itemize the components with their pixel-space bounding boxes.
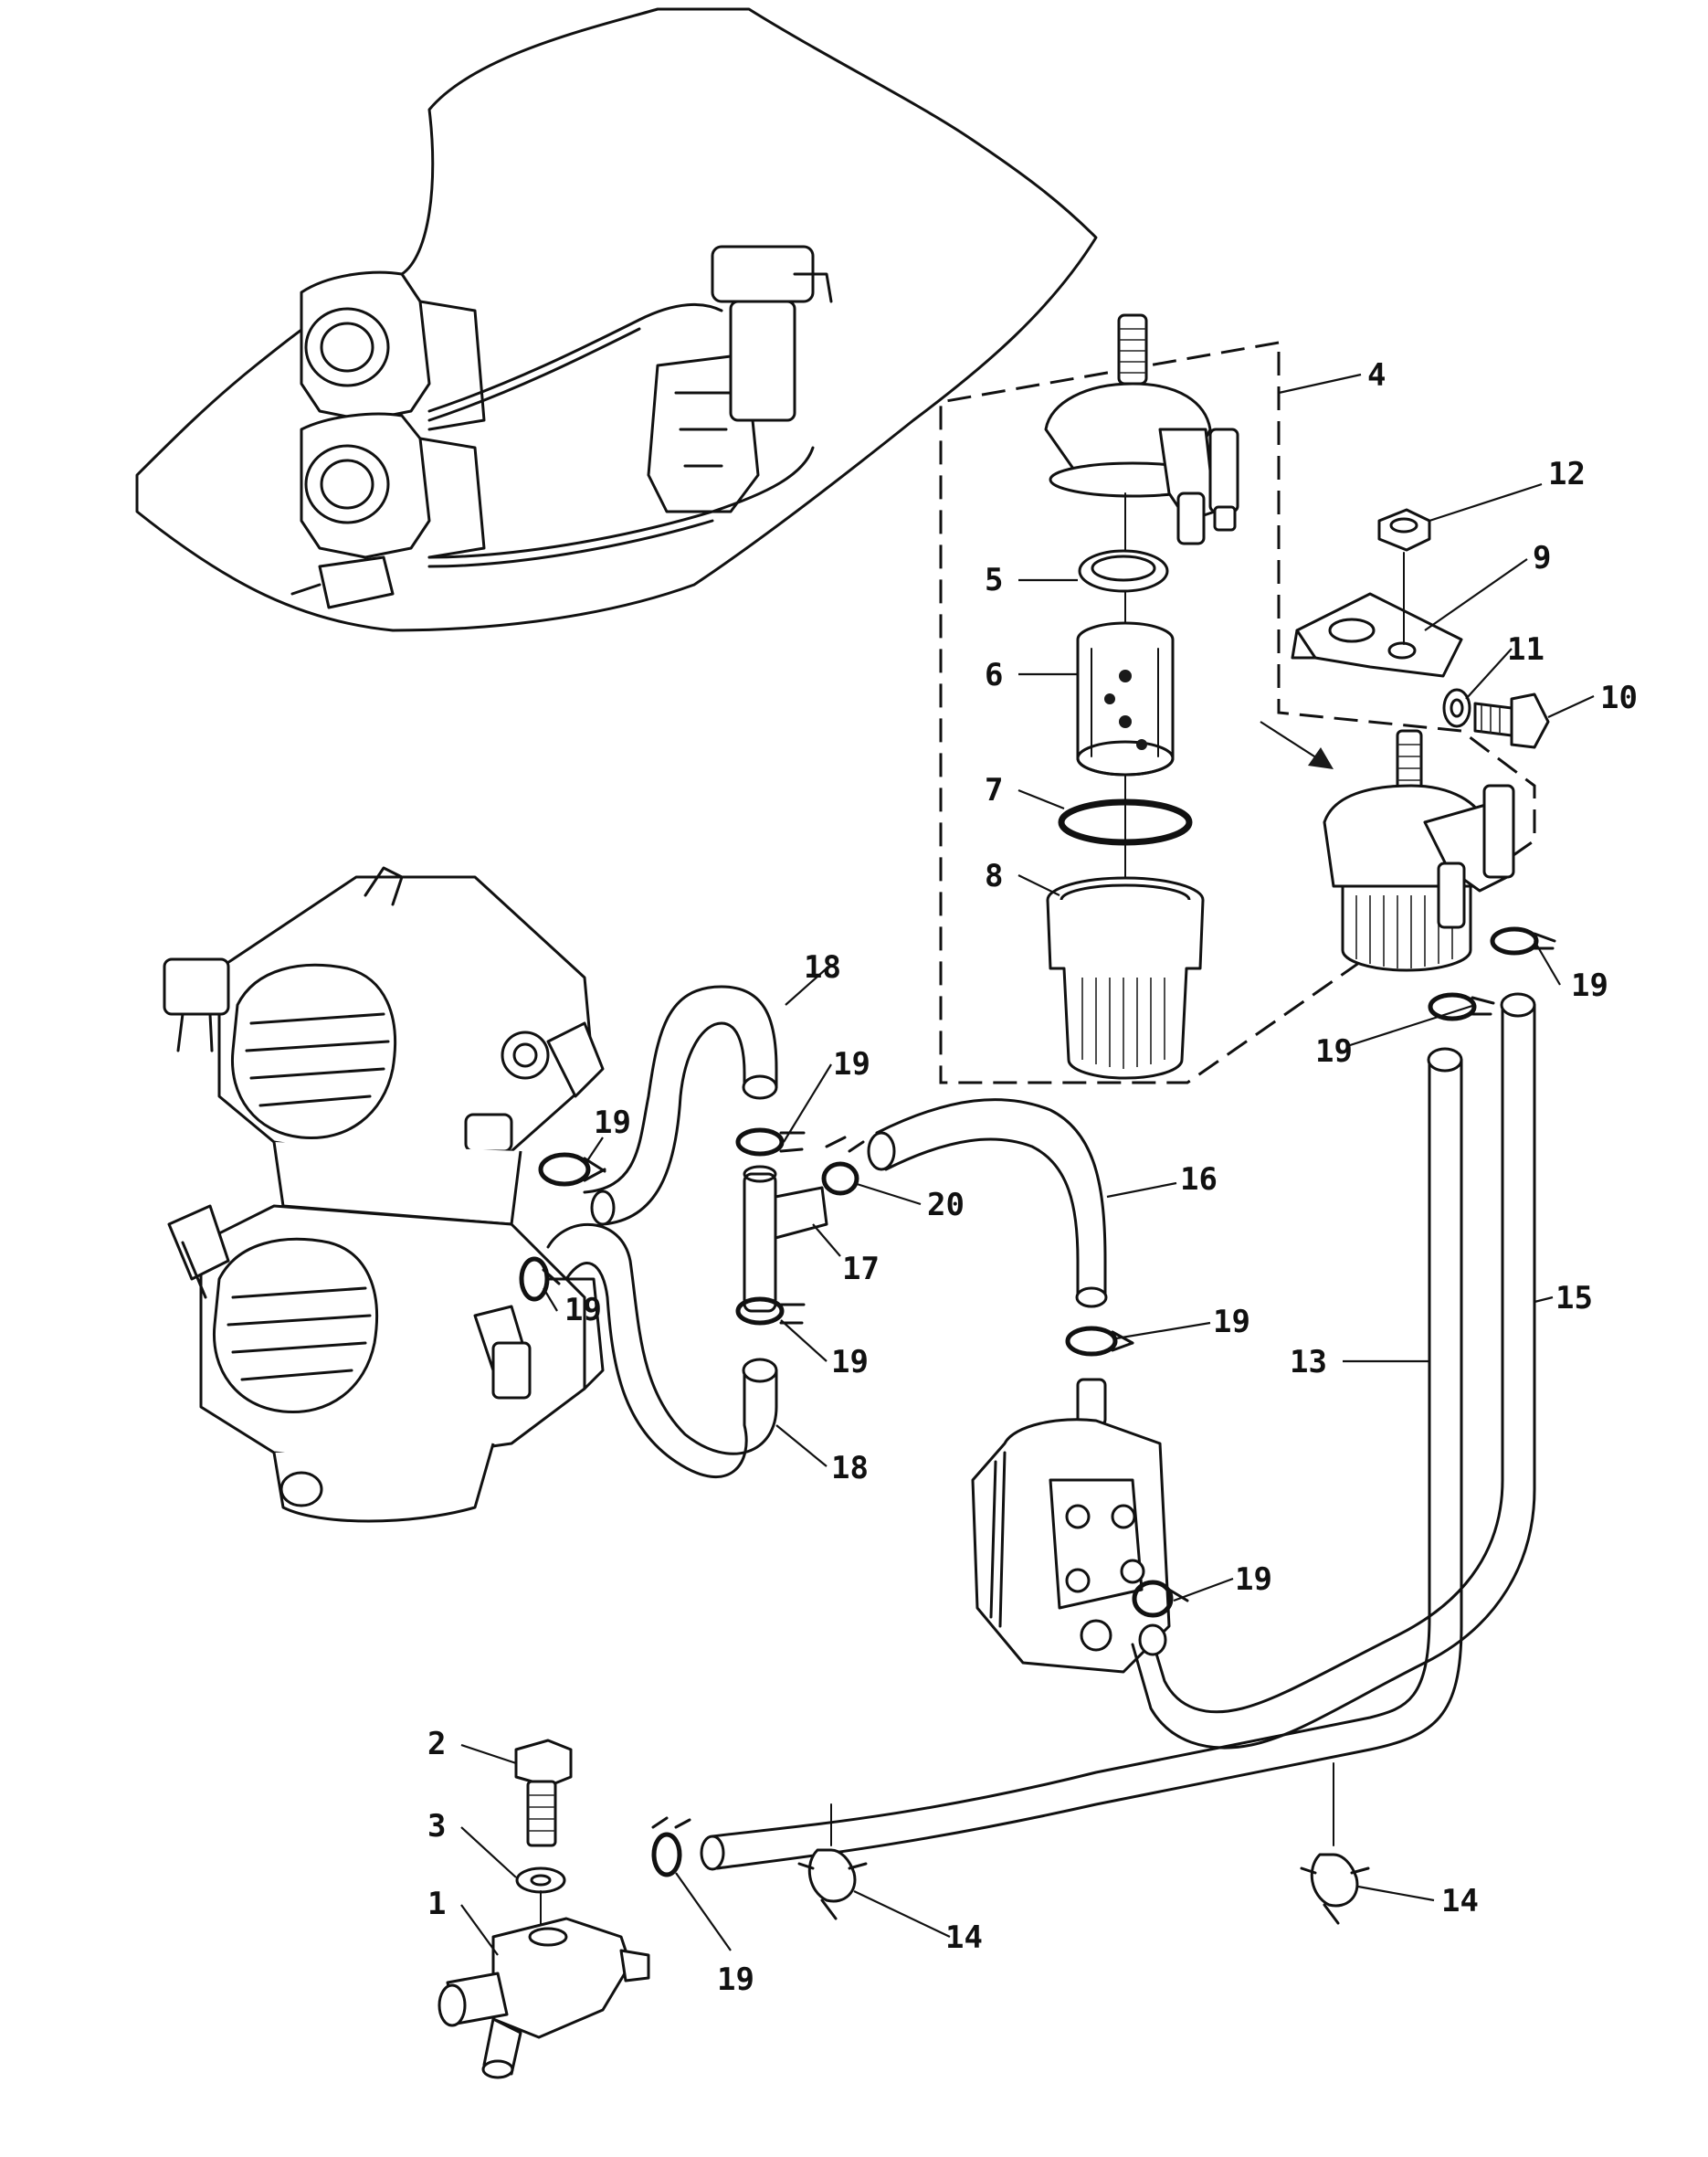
clamp-19-pump-top	[1065, 1326, 1134, 1357]
clamp-19-fitting-1	[651, 1816, 691, 1877]
callout-9: 9	[1533, 540, 1551, 576]
callout-labels: 4 5 6 7 8 12 9 11 10 19 19 18 19 19 16 2…	[427, 357, 1638, 1998]
carburetor-assembly	[163, 866, 605, 1523]
callout-19-fitting-1: 19	[717, 1961, 754, 1998]
callout-11: 11	[1507, 631, 1545, 668]
hose-18-lower	[546, 1222, 778, 1479]
callout-19-lower-carb: 19	[564, 1292, 602, 1328]
callout-16: 16	[1180, 1161, 1218, 1198]
callout-10: 10	[1600, 680, 1638, 716]
callout-19-upper-tee: 19	[833, 1046, 870, 1083]
fitting-1	[438, 1917, 650, 2079]
mounting-bracket-9	[1291, 592, 1463, 678]
bolt-2	[514, 1739, 573, 1847]
callout-13: 13	[1290, 1344, 1327, 1380]
assembly-arrow	[1260, 721, 1325, 764]
callout-2: 2	[427, 1726, 446, 1762]
callout-1: 1	[427, 1886, 446, 1922]
clamp-19-filter-right	[1490, 926, 1556, 956]
fuel-filter-head	[1044, 313, 1239, 545]
fuel-filter-assembly-boundary	[939, 341, 1536, 1084]
hose-clip-14-right	[1300, 1762, 1370, 1925]
washer-3	[515, 1866, 566, 1894]
engine-locator-inset	[135, 7, 1098, 632]
callout-19-lower-tee: 19	[831, 1344, 869, 1380]
clamp-19-lower-carb	[519, 1256, 561, 1302]
callout-14-left: 14	[945, 1919, 983, 1956]
clamp-19-pump-bottom	[1132, 1580, 1189, 1618]
callout-20: 20	[927, 1187, 965, 1223]
hose-16	[875, 1098, 1107, 1299]
clamp-19-filter-left	[1428, 992, 1495, 1021]
callout-14-right: 14	[1441, 1883, 1479, 1919]
callout-17: 17	[842, 1251, 880, 1287]
clamp-20	[821, 1136, 865, 1196]
bolt-10	[1473, 693, 1550, 749]
callout-4: 4	[1367, 357, 1386, 394]
callout-18-lower: 18	[831, 1450, 869, 1486]
callout-19-pump-bottom: 19	[1235, 1561, 1272, 1598]
hose-15	[1131, 1003, 1536, 1750]
hose-clip-14-left	[797, 1803, 868, 1920]
filter-seal-5	[1078, 549, 1169, 593]
callout-18-upper: 18	[804, 949, 841, 986]
clamp-19-fitting-left	[538, 1152, 606, 1187]
callout-19-pump-top: 19	[1213, 1304, 1250, 1340]
filter-o-ring-7	[1058, 798, 1193, 846]
callout-19-filter-right: 19	[1571, 967, 1608, 1004]
filter-bowl-8	[1046, 876, 1205, 1080]
leader-lines	[460, 373, 1595, 1956]
callout-5: 5	[985, 562, 1003, 598]
callout-12: 12	[1548, 456, 1586, 492]
callout-15: 15	[1555, 1280, 1593, 1316]
tee-fitting-17	[743, 1165, 828, 1313]
callout-19-fitting-left: 19	[594, 1105, 631, 1141]
clamp-19-upper-tee	[735, 1127, 806, 1157]
hose-18-upper	[583, 985, 778, 1226]
fuel-filter-assembled	[1323, 729, 1515, 972]
callout-7: 7	[985, 772, 1003, 809]
nut-12	[1377, 508, 1431, 552]
callout-8: 8	[985, 858, 1003, 894]
fuel-pump	[971, 1378, 1171, 1674]
callout-3: 3	[427, 1808, 446, 1845]
clamp-19-group	[519, 926, 1556, 1877]
washer-11	[1442, 688, 1471, 728]
callout-6: 6	[985, 657, 1003, 693]
callout-19-filter-left: 19	[1315, 1033, 1353, 1070]
filter-element-6	[1076, 621, 1175, 777]
